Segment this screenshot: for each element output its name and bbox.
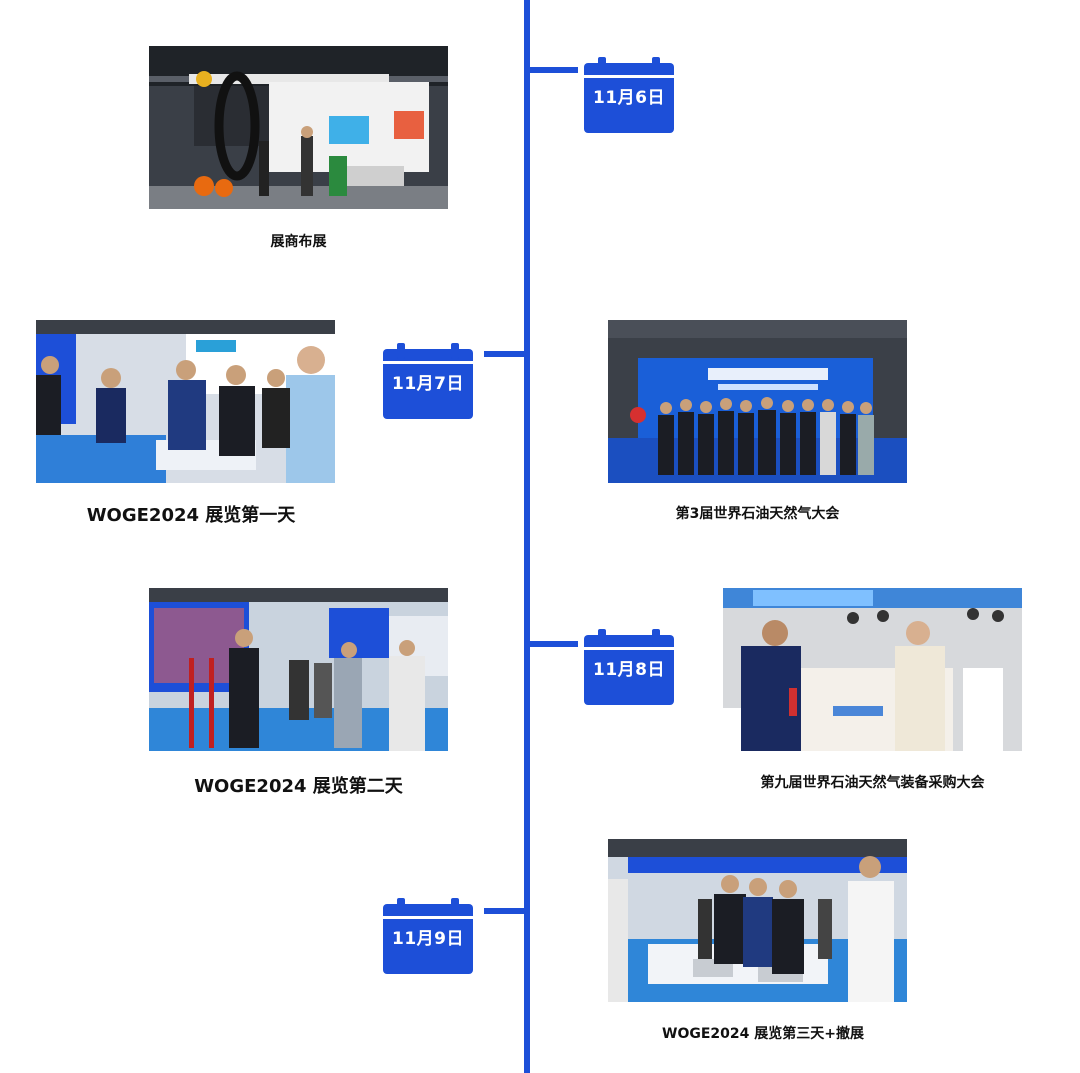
timeline-branch — [530, 67, 578, 73]
caption-exhibition-day-two: WOGE2024 展览第二天 — [194, 776, 403, 797]
calendar-icon — [584, 57, 674, 133]
photo-exhibition-day-three — [608, 839, 907, 1002]
timeline-branch — [484, 351, 524, 357]
date-label: 11月8日 — [593, 660, 665, 680]
date-label: 11月6日 — [593, 88, 665, 108]
timeline-branch — [530, 641, 578, 647]
date-badge-nov-6: 11月6日 — [584, 57, 674, 133]
date-badge-nov-7: 11月7日 — [383, 343, 473, 419]
date-badge-nov-9: 11月9日 — [383, 898, 473, 974]
photo-exhibition-day-two — [149, 588, 448, 751]
timeline-branch — [484, 908, 524, 914]
caption-world-oil-gas-conference: 第3届世界石油天然气大会 — [675, 506, 840, 522]
date-label: 11月9日 — [392, 929, 464, 949]
photo-procurement-conference — [723, 588, 1022, 751]
date-badge-nov-8: 11月8日 — [584, 629, 674, 705]
calendar-icon — [383, 898, 473, 974]
photo-exhibitor-setup — [149, 46, 448, 209]
caption-exhibition-day-three: WOGE2024 展览第三天+撤展 — [662, 1026, 864, 1042]
caption-exhibitor-setup: 展商布展 — [270, 234, 327, 250]
timeline-spine — [524, 0, 530, 1073]
caption-exhibition-day-one: WOGE2024 展览第一天 — [86, 505, 296, 526]
photo-world-oil-gas-conference — [608, 320, 907, 483]
calendar-icon — [584, 629, 674, 705]
calendar-icon — [383, 343, 473, 419]
date-label: 11月7日 — [392, 374, 464, 394]
caption-procurement-conference: 第九届世界石油天然气装备采购大会 — [760, 775, 985, 791]
photo-exhibition-day-one — [36, 320, 335, 483]
